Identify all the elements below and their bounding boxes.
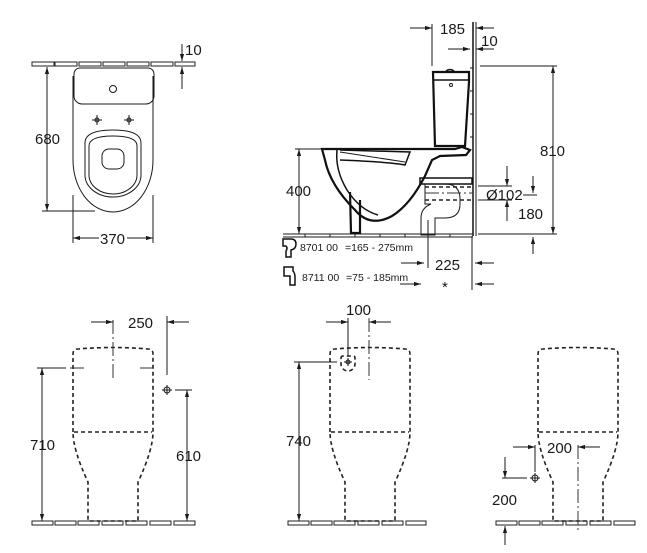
side-outlet-distance-label: 225 [435,257,460,274]
plan-width-label: 370 [100,231,125,248]
side-outlet-note-label: * [442,279,448,296]
front-view-2: 100 740 [286,302,427,526]
front1-supply-height-label: 610 [176,448,201,465]
front1-connection-height-label: 710 [30,437,55,454]
side-cistern [431,70,471,148]
plan-fixing-marks [92,115,134,125]
plan-seat-opening [101,148,125,170]
straight-connector-icon [283,266,296,286]
front3-floor [495,520,636,526]
connector-legend: 8701 00 =165 - 275mm 8711 00 =75 - 185mm [282,238,413,286]
connector-code: 8711 00 [302,272,339,284]
connector-range: =75 - 185mm [346,272,408,284]
plan-wall-offset-label: 10 [185,42,202,59]
front2-inlet-height-label: 740 [286,433,311,450]
front1-toilet-outline [72,346,154,522]
plan-seat [84,129,142,198]
connector-8701-item: 8701 00 =165 - 275mm [282,238,413,258]
side-seat-height-label: 400 [286,183,311,200]
plan-wall [31,61,196,67]
front3-supply-offset-label: 200 [547,440,572,457]
connector-code: 8701 00 [300,242,338,254]
front1-cistern-offset-label: 250 [128,315,153,332]
connector-range: =165 - 275mm [345,242,413,254]
front-view-3: 200 200 [492,346,636,545]
side-foot [348,191,362,235]
plan-bowl-outline [72,76,154,213]
side-cistern-depth-label: 185 [440,21,465,38]
front2-toilet-outline [329,346,411,522]
water-supply-icon [530,473,540,483]
side-outlet-pipe [419,177,473,185]
side-floor [283,233,473,238]
water-supply-icon [162,385,172,395]
side-wall-gap-label: 10 [481,33,498,50]
connector-8711-item: 8711 00 =75 - 185mm [283,266,408,286]
side-bowl [320,145,472,222]
front-view-1: 250 710 610 [30,315,201,526]
side-view: 185 10 810 400 Ø102 180 225 * [282,21,565,296]
plan-cistern [73,67,155,105]
side-total-height-label: 810 [540,143,565,160]
bend-connector-icon [282,238,297,258]
front1-floor [31,520,196,526]
front3-supply-height-label: 200 [492,492,517,509]
plan-flush-button [109,85,117,93]
side-outlet-height-label: 180 [518,206,543,223]
front2-inlet-offset-label: 100 [346,302,371,319]
side-outlet-diameter-label: Ø102 [486,187,523,204]
plan-view: 680 370 10 [31,42,202,248]
plan-depth-label: 680 [35,131,60,148]
front3-toilet-outline [537,346,619,522]
inlet-icon [340,355,356,372]
